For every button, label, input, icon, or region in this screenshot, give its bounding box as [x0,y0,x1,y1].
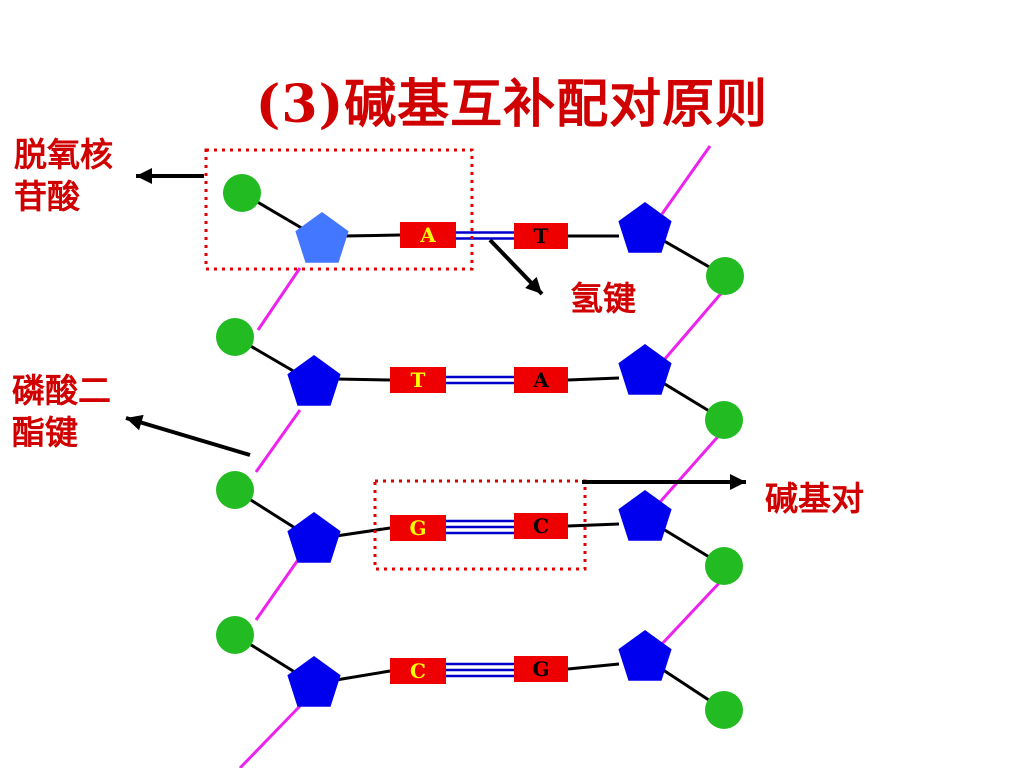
left-base-box-3 [390,515,446,541]
base-pair-arrow-head [730,474,746,490]
right-base-letter-2: A [532,368,549,392]
right-base-letter-4: G [532,657,549,681]
right-backbone-segment-2 [662,289,726,361]
left-sugar-pentagon-2 [287,355,341,406]
right-base-sugar-bond-2 [567,376,620,382]
label-deoxynucleotide: 脱氧核 苷酸 [14,134,113,218]
hydrogen-bond-arrow-head [525,276,542,294]
right-phosphate-circle-1 [706,257,744,295]
left-base-box-4 [390,658,446,684]
left-sugar-pentagon-3 [287,512,341,563]
phosphodiester-arrow-head [126,414,144,431]
phosphodiester-arrow-shaft [125,416,251,457]
left-base-box-1 [400,222,456,248]
left-sugar-base-bond-1 [343,233,401,238]
right-base-letter-1: T [534,224,549,248]
right-sugar-pentagon-3 [618,490,672,541]
right-base-letter-3: C [533,514,549,538]
label-base-pair: 碱基对 [765,479,864,518]
left-phosphate-circle-3 [216,471,254,509]
right-sugar-pentagon-4 [618,630,672,681]
right-base-sugar-bond-4 [567,662,620,671]
left-backbone-segment-1 [256,267,302,331]
left-sugar-base-bond-2 [335,377,391,382]
left-sugar-base-bond-3 [335,526,391,538]
left-backbone-segment-3 [254,556,302,621]
left-base-letter-1: A [419,223,436,247]
right-base-box-4 [514,656,568,682]
label-hydrogen-bond: 氢键 [570,279,636,318]
label-phosphodiester-line1: 磷酸二 [12,371,111,410]
left-base-letter-4: C [410,659,426,683]
right-sugar-pentagon-1 [618,202,672,253]
left-phosphate-circle-4 [216,616,254,654]
base-pair-highlight-box [373,479,587,571]
left-sugar-pentagon-4 [287,656,341,707]
left-base-letter-3: G [409,516,426,540]
label-phosphodiester-line2: 酯键 [12,413,78,452]
right-base-box-1 [514,223,568,249]
left-sugar-base-bond-4 [335,669,391,682]
label-phosphodiester-bond: 磷酸二 酯键 [12,370,111,454]
nucleotide-arrow-head [136,168,152,184]
right-phosphate-circle-3 [705,547,743,585]
left-backbone-segment-4 [238,704,302,768]
right-backbone-segment-3 [658,431,724,503]
left-phosphate-circle-2 [216,318,254,356]
right-phosphate-circle-2 [705,401,743,439]
right-backbone-segment-1 [660,145,712,215]
right-backbone-segment-4 [658,578,724,648]
left-sugar-pentagon-1 [295,212,349,263]
right-base-sugar-bond-3 [567,522,620,528]
right-sugar-pentagon-2 [618,344,672,395]
right-base-box-3 [514,513,568,539]
label-deoxynucleotide-line1: 脱氧核 [14,135,113,174]
slide-title: (3)碱基互补配对原则 [255,74,769,135]
left-base-letter-2: T [411,368,426,392]
right-phosphate-circle-4 [705,691,743,729]
left-phosphate-circle-1 [223,174,261,212]
label-deoxynucleotide-line2: 苷酸 [14,177,80,216]
left-base-box-2 [390,367,446,393]
right-base-box-2 [514,367,568,393]
left-backbone-segment-2 [254,409,302,473]
